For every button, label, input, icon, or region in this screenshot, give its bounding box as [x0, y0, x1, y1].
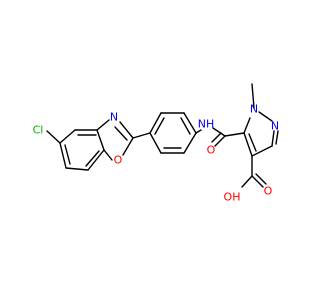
bond — [65, 167, 89, 171]
atom-label-amide-nh: NH — [198, 118, 215, 131]
bond — [119, 121, 134, 139]
bond — [96, 119, 110, 131]
bond — [132, 132, 151, 139]
bond — [258, 111, 273, 122]
bond — [251, 145, 273, 157]
bond — [251, 175, 264, 188]
bonds — [46, 83, 279, 188]
bond — [103, 149, 113, 161]
bond — [59, 129, 76, 144]
bond — [243, 132, 253, 157]
bond — [59, 142, 67, 169]
bond — [271, 130, 275, 147]
bond — [87, 149, 105, 171]
atom-label-amide-oxygen: O — [207, 144, 216, 157]
bond — [255, 173, 267, 185]
bond — [64, 144, 71, 165]
bond — [183, 132, 197, 154]
atom-label-acid-hydroxyl: OH — [224, 191, 241, 204]
atom-label-chlorine: Cl — [33, 124, 44, 137]
bond — [183, 112, 197, 134]
bond — [214, 135, 226, 147]
bond — [180, 117, 191, 135]
bond — [195, 129, 202, 134]
bond — [251, 83, 255, 109]
bond — [114, 126, 128, 141]
bond — [96, 129, 105, 151]
bond — [248, 133, 257, 152]
bond — [211, 132, 222, 143]
atom-label-pyrazole-n2: N — [271, 120, 279, 133]
bond — [154, 117, 165, 135]
bond — [46, 130, 61, 144]
atom-labels: Cl N O NH N N O OH O — [33, 103, 279, 204]
bond — [275, 130, 279, 145]
bond — [224, 132, 245, 137]
bond — [85, 150, 100, 167]
bond — [243, 117, 251, 134]
bond — [149, 132, 162, 154]
atom-label-oxazole-oxygen: O — [114, 154, 123, 167]
bond — [122, 137, 134, 156]
atom-label-pyrazole-n1: N — [250, 103, 258, 116]
bond — [149, 112, 162, 134]
molecule-diagram: Cl N O NH N N O OH O — [33, 83, 279, 204]
bond — [241, 175, 253, 188]
atom-label-acid-oxygen: O — [264, 185, 273, 198]
atom-label-oxazole-nitrogen: N — [110, 111, 118, 124]
bond — [212, 127, 226, 137]
